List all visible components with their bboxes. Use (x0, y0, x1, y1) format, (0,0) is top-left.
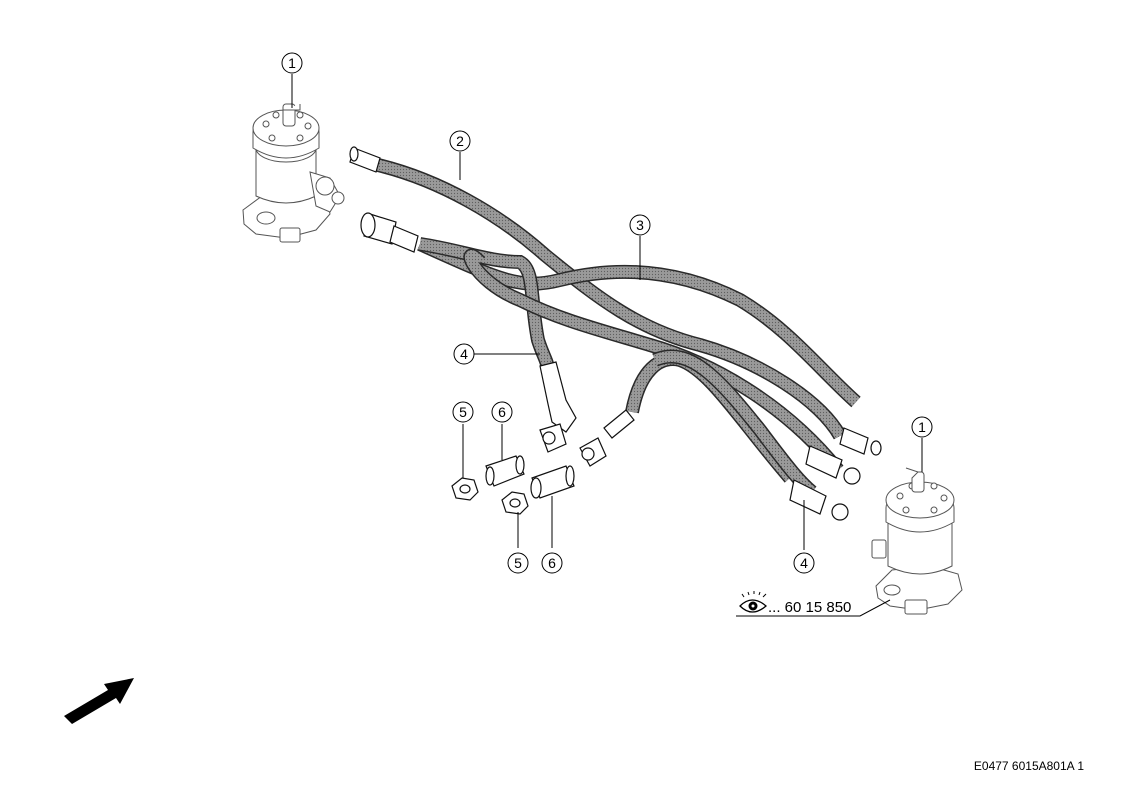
eye-icon (739, 591, 767, 613)
svg-text:6: 6 (548, 555, 556, 571)
hose-lower-left-end (579, 409, 635, 467)
nut-5-upper (451, 477, 479, 501)
callout-6-lower: 6 (541, 552, 563, 574)
hose-2-left-end (349, 146, 381, 173)
svg-text:5: 5 (514, 555, 522, 571)
svg-text:1: 1 (288, 55, 296, 71)
hose-4-elbow (539, 361, 577, 453)
callout-4-lower: 4 (793, 552, 815, 574)
callout-5-upper: 5 (452, 401, 474, 423)
hose-3 (417, 237, 861, 408)
callout-6-upper: 6 (491, 401, 513, 423)
callout-1-lower: 1 (911, 416, 933, 438)
svg-text:5: 5 (459, 404, 467, 420)
hose-right-ends (789, 427, 882, 521)
callout-5-lower: 5 (507, 552, 529, 574)
reference-text: ... 60 15 850 (768, 599, 851, 616)
svg-text:3: 3 (636, 217, 644, 233)
leader-reference (736, 599, 891, 617)
callout-3: 3 (629, 214, 651, 236)
svg-text:4: 4 (460, 346, 468, 362)
hose-4-upper (418, 237, 844, 475)
hose-2 (376, 158, 847, 440)
valve-unit-right (871, 467, 963, 615)
arrow-icon (64, 678, 134, 724)
drawing-code: E0477 6015A801A 1 (974, 759, 1084, 773)
hose-4-lower (625, 349, 817, 498)
callout-4-upper: 4 (453, 343, 475, 365)
svg-text:4: 4 (800, 555, 808, 571)
svg-text:2: 2 (456, 133, 464, 149)
adapter-6-lower (530, 465, 575, 499)
valve-unit-left (242, 103, 345, 243)
callout-2: 2 (449, 130, 471, 152)
svg-text:1: 1 (918, 419, 926, 435)
callout-1-upper: 1 (281, 52, 303, 74)
nut-5-lower (501, 491, 529, 515)
svg-text:6: 6 (498, 404, 506, 420)
hose-3-left-end (360, 212, 419, 253)
adapter-6-upper (485, 455, 525, 487)
